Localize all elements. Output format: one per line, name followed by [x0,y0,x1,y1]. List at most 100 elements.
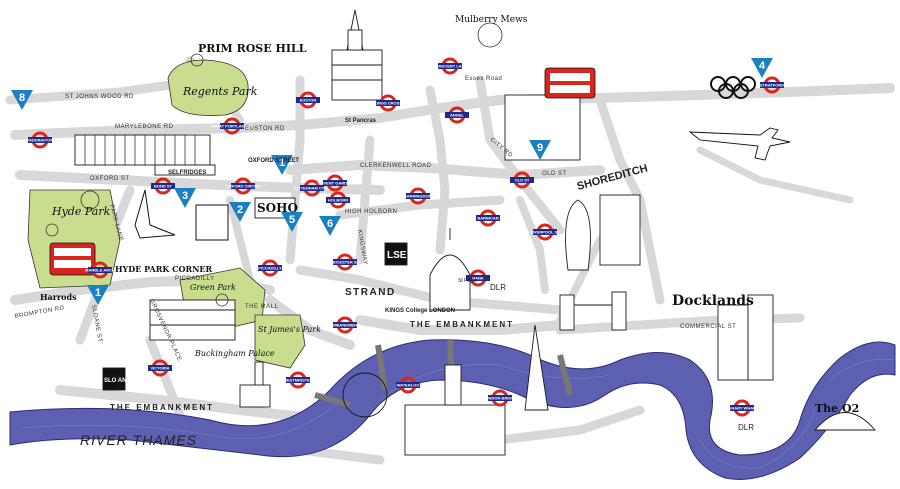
st-james-park [254,314,306,369]
route-marker-5: 5 [281,212,303,232]
tube-station-name: FARRINGDON [405,193,432,198]
tube-station-westminster: WESTMINSTER [283,371,313,389]
tube-station-chancery: CHANCERY LANE [433,57,468,75]
tube-station-liverpool-st: LIVERPOOL ST [530,223,560,241]
street-clerkenwell: CLERKENWELL ROAD [360,163,432,169]
street-marylebone: MARYLEBONE RD [115,124,174,130]
route-marker-9: 9 [529,140,551,160]
route-marker-4: 4 [751,58,773,78]
tube-station-name: LONDON BRIDGE [483,395,517,400]
the-o2-label: The O2 [815,402,859,415]
tube-station-name: STRATFORD [760,82,784,87]
tube-station-kings-cross: KINGS CROSS [374,94,402,112]
tree-icons [45,22,503,307]
primrose-hill-label: PRIM ROSE HILL [198,42,307,55]
selfridges-label: SELFRIDGES [168,170,206,176]
hyde-park-label: Hyde Park [51,205,111,218]
tube-station-name: KINGS CROSS [374,100,402,105]
tube-station-canary-wharf: CANARY WHARF [726,399,759,417]
tube-station-holborn: HOLBORN [326,191,350,209]
st-pauls-landmark [429,228,471,311]
tube-station-great-portland: GREAT PORTLAND ST [210,117,254,135]
tube-station-victoria: VICTORIA [148,359,172,377]
green-park-label: Green Park [190,283,236,292]
route-marker-number: 6 [327,218,333,230]
st-pancras-landmark [331,9,383,101]
tube-station-name: BANK [472,275,484,280]
tube-station-tottenham: TOTTENHAM CT RD [293,179,331,197]
sloane-label: SLO ANE [104,378,130,384]
tube-station-name: EUSTON [300,97,317,102]
tube-station-name: VICTORIA [150,365,169,370]
tate-modern-landmark [404,404,506,456]
hyde-park-corner-label: HYDE PARK CORNER [115,264,213,274]
route-marker-number: 3 [182,190,188,202]
tube-station-name: BOND ST [154,183,173,188]
route-marker-number: 9 [537,142,543,154]
dlr-center-label: DLR [490,283,506,292]
river-thames [9,339,896,480]
route-marker-1: 1 [87,285,109,305]
tube-station-covent: COVENT GARDEN [317,174,353,192]
tube-station-embankment: EMBANKMENT [331,316,360,334]
tube-station-marble-arch: MARBLE ARCH [85,261,115,279]
embankment-north-label: THE EMBANKMENT [410,320,514,329]
tube-station-name: LEICESTER SQ [330,259,359,264]
tube-station-barbican: BARBICAN [476,209,500,227]
mulberry-mews-label: Mulberry Mews [455,15,528,25]
tube-station-old-st: OLD ST [510,171,534,189]
handbag-icon [195,204,229,241]
tube-station-london-bridge: LONDON BRIDGE [483,389,517,407]
street-old-st: OLD ST [542,171,567,177]
street-st-johns-wood: ST JOHNS WOOD RD [65,94,134,100]
route-marker-2: 2 [229,202,251,222]
tube-station-name: WATERLOO [397,382,420,387]
tube-station-name: TOTTENHAM CT RD [293,185,331,190]
street-essex-road: Essex Road [465,76,502,82]
soho-label: SOHO [257,201,298,215]
tube-station-euston: EUSTON [296,91,320,109]
tube-station-name: CANARY WHARF [726,405,759,410]
river-thames-label: RIVER THAMES [80,432,197,448]
route-marker-6: 6 [319,216,341,236]
lse-box [384,242,408,266]
tube-station-stratford: STRATFORD [760,76,784,94]
street-high-holborn: HIGH HOLBORN [345,209,397,215]
street-commercial-st: COMMERCIAL ST [680,324,736,330]
tube-station-name: WESTMINSTER [283,377,313,382]
tube-station-name: COVENT GARDEN [317,180,352,185]
airplane-icon [688,127,791,161]
embankment-south-label: THE EMBANKMENT [110,403,214,412]
tube-station-waterloo: WATERLOO [396,376,420,394]
landmarks [74,9,876,456]
olympic-rings-icon [710,76,756,99]
shard-landmark [524,324,549,411]
docklands-label: Docklands [672,293,754,309]
tube-station-name: HOLBORN [328,197,348,202]
tube-station-oxford-circus: OXFORD CIRCUS [226,177,260,195]
selfridges-building [154,164,216,176]
route-marker-number: 4 [759,60,766,72]
tube-station-bond-st: BOND ST [151,177,175,195]
tube-station-name: PADDINGTON [27,137,54,142]
kings-college-label: KINGS College LONDON [385,308,455,314]
shoe-icon [134,189,176,239]
oxford-street-sign-label: OXFORD STREET [248,158,299,164]
street-sloane-st: SLOANE ST [90,304,103,343]
route-marker-number: 8 [19,92,25,104]
street-piccadilly: PICCADILLY [175,276,215,282]
tube-station-bank: BANK [466,269,490,287]
dlr-docklands-label: DLR [738,423,754,432]
river-texture [19,358,896,469]
st-pauls-label: St Pauls [458,278,477,284]
bus-icon [49,67,596,276]
buckingham-palace-label: Buckingham Palace [194,349,275,358]
tube-station-name: GREAT PORTLAND ST [210,123,254,128]
street-brompton-rd: BROMPTON RD [14,305,65,320]
street-oxford-st: OXFORD ST [90,176,130,182]
gherkin-landmark [565,199,591,271]
o2-dome [814,412,876,431]
